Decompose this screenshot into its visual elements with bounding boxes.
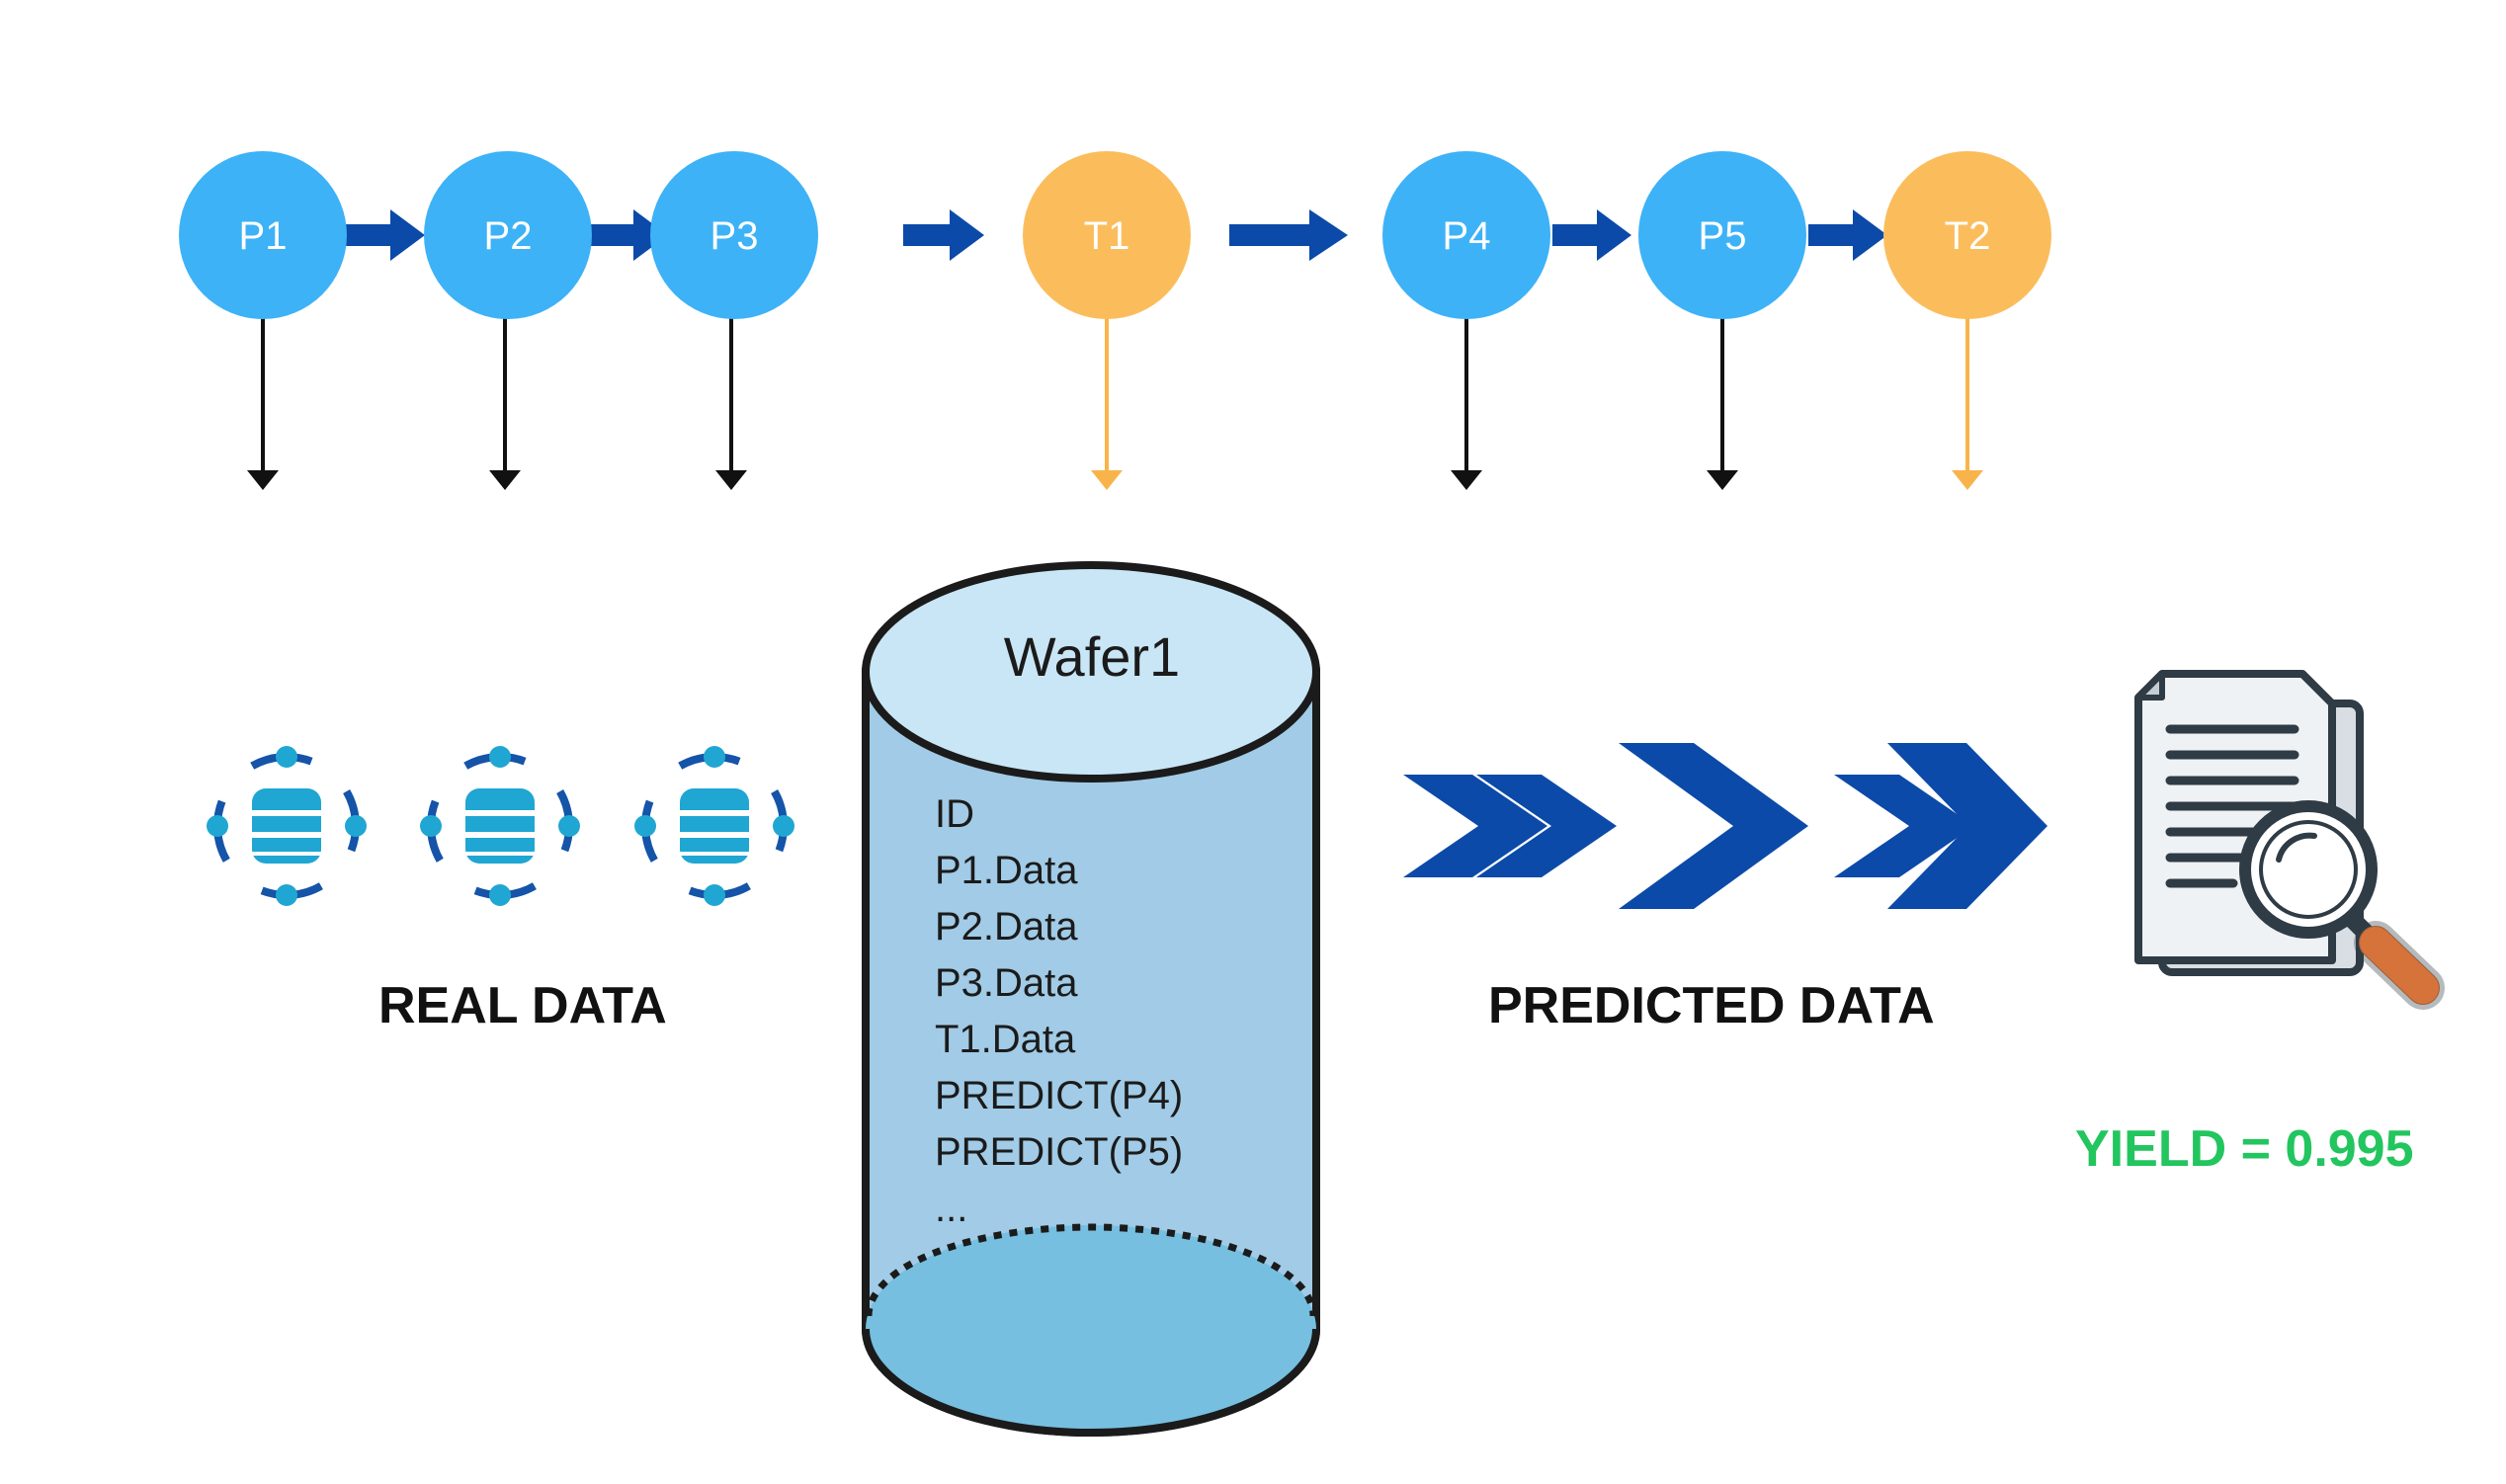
node-t1-label: T1 [1084,214,1130,258]
down-arrow-p4 [1451,316,1482,490]
wafer-field: ID [935,792,974,836]
down-arrow-p2 [489,316,521,490]
node-p1: P1 [179,151,347,319]
flow-arrow-p3-t1 [903,209,984,261]
wafer-field: ... [935,1187,968,1230]
node-t1: T1 [1023,151,1191,319]
down-arrow-t2 [1952,316,1983,490]
node-p5-label: P5 [1699,214,1747,258]
wafer-field: P2.Data [935,905,1078,948]
wafer-field: P3.Data [935,961,1078,1005]
wafer-field-list: ID P1.Data P2.Data P3.Data T1.Data PREDI… [935,786,1183,1237]
down-arrow-p5 [1707,316,1738,490]
down-arrow-t1 [1091,316,1123,490]
node-p5: P5 [1638,151,1806,319]
node-p2: P2 [424,151,592,319]
database-network-icon [207,746,367,906]
flow-arrow-p4-p5 [1552,209,1631,261]
wafer-field: P1.Data [935,849,1078,892]
wafer-title: Wafer1 [1003,625,1181,688]
flow-arrow-p1-p2 [346,209,425,261]
database-network-icon [634,746,794,906]
flow-arrow-p5-t2 [1808,209,1887,261]
node-t2-label: T2 [1945,214,1991,258]
node-p4: P4 [1382,151,1550,319]
node-p3: P3 [650,151,818,319]
database-network-icon [420,746,580,906]
chevron-arrows-icon [1403,743,2047,909]
predicted-data-label: PREDICTED DATA [1488,977,1935,1034]
wafer-field: PREDICT(P5) [935,1130,1184,1174]
wafer-field: PREDICT(P4) [935,1074,1184,1117]
report-magnifier-icon [2134,670,2445,1010]
real-data-label: REAL DATA [378,977,667,1034]
down-arrow-p1 [247,316,279,490]
node-t2: T2 [1883,151,2051,319]
node-p2-label: P2 [484,214,533,258]
down-arrows [247,316,1983,490]
flow-arrow-t1-p4 [1229,209,1348,261]
node-p4-label: P4 [1443,214,1491,258]
down-arrow-p3 [715,316,747,490]
wafer-field: T1.Data [935,1018,1076,1061]
real-data-icons [207,746,794,906]
flow-nodes: P1 P2 P3 T1 P4 P5 T2 [179,151,2051,319]
node-p1-label: P1 [239,214,288,258]
wafer-cylinder [862,561,1320,1437]
node-p3-label: P3 [710,214,759,258]
yield-value: YIELD = 0.995 [2075,1120,2414,1178]
